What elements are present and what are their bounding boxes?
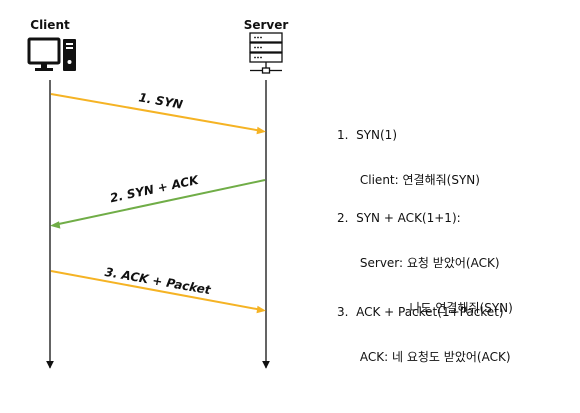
note-3-line-2: ACK: 네 요청도 받았어(ACK)	[337, 350, 511, 364]
note-2-line-1: 2. SYN + ACK(1+1):	[337, 211, 461, 225]
note-3-line-1: 3. ACK + Packet(1+Packet)	[337, 305, 504, 319]
computer-icon	[27, 37, 76, 71]
client-label: Client	[30, 18, 70, 32]
note-1-line-1: 1. SYN(1)	[337, 128, 397, 142]
message-2-arrow	[50, 179, 266, 229]
message-1-label: 1. SYN	[138, 90, 184, 112]
message-3-label: 3. ACK + Packet	[104, 265, 213, 298]
note-2-line-3: 나도 연결해줘(SYN)	[337, 301, 513, 315]
note-2-line-2: Server: 요청 받았어(ACK)	[337, 256, 500, 270]
message-3-arrow	[50, 270, 266, 314]
note-1: 1. SYN(1) Client: 연결해줘(SYN)	[337, 98, 480, 203]
message-1-arrow	[50, 93, 266, 135]
note-3: 3. ACK + Packet(1+Packet) ACK: 네 요청도 받았어…	[337, 275, 511, 380]
note-2: 2. SYN + ACK(1+1): Server: 요청 받았어(ACK) 나…	[337, 181, 513, 331]
note-1-line-2: Client: 연결해줘(SYN)	[337, 173, 480, 187]
server-label: Server	[244, 18, 289, 32]
server-icon	[249, 32, 283, 74]
message-2-label: 2. SYN + ACK	[109, 173, 202, 206]
